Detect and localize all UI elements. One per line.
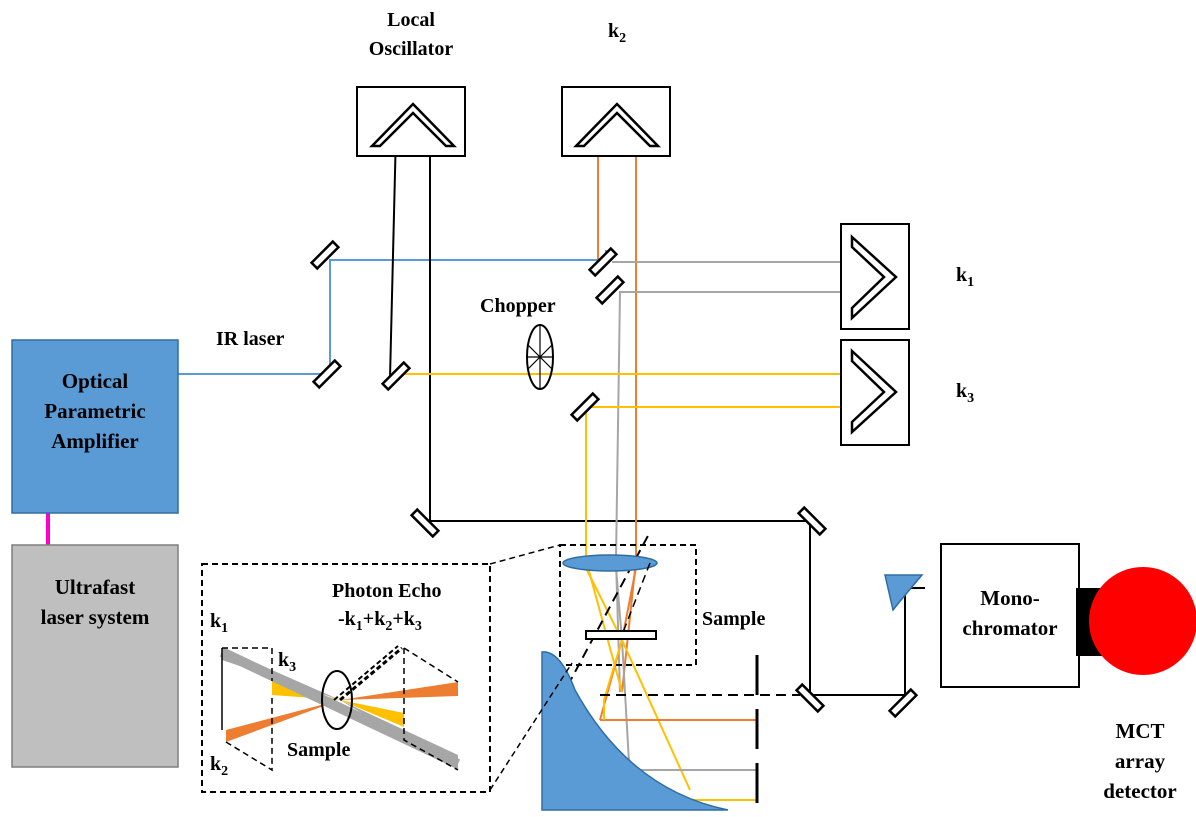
yellow-out bbox=[621, 639, 691, 791]
mct-label-2: array bbox=[1115, 749, 1166, 773]
mct-detector bbox=[1089, 567, 1196, 675]
zoom-line-top bbox=[489, 544, 561, 565]
mirror-m1 bbox=[309, 239, 341, 271]
monochromator-label-1: Mono- bbox=[980, 586, 1040, 610]
mirror-m9 bbox=[794, 682, 826, 714]
mirror-m3 bbox=[380, 360, 412, 392]
inset-sample-label: Sample bbox=[287, 739, 350, 761]
monochromator-box bbox=[940, 543, 1080, 688]
mirror-m4 bbox=[587, 246, 619, 278]
yellow-out-2 bbox=[603, 639, 623, 701]
photon-echo-label: Photon Echo bbox=[332, 580, 441, 602]
photon-echo-formula: -k1+k2+k3 bbox=[338, 608, 422, 634]
sample-label: Sample bbox=[702, 608, 765, 630]
inset-k1-label: k1 bbox=[210, 610, 228, 636]
sample-zoom-box bbox=[559, 544, 697, 666]
gray-focus bbox=[615, 567, 623, 641]
k2-label: k2 bbox=[608, 20, 626, 46]
yellow-focus bbox=[585, 567, 623, 641]
opa-box bbox=[11, 339, 179, 514]
k3-label: k3 bbox=[956, 380, 974, 406]
ir-laser-label: IR laser bbox=[216, 328, 284, 350]
ultrafast-box bbox=[11, 544, 179, 768]
lens-dash bbox=[619, 562, 651, 641]
mirror-m7 bbox=[409, 507, 441, 539]
local-oscillator-label-1: Local bbox=[387, 9, 435, 31]
mirror-m5 bbox=[594, 274, 626, 306]
inset-k2-label: k2 bbox=[210, 753, 228, 779]
mirror-m10 bbox=[887, 687, 919, 719]
opa-label-3: Amplifier bbox=[51, 429, 138, 453]
focusing-lens bbox=[562, 554, 658, 572]
sample-cell bbox=[585, 630, 657, 640]
chopper-label: Chopper bbox=[480, 295, 556, 317]
monochromator-label-2: chromator bbox=[962, 616, 1057, 640]
mirror-m6 bbox=[569, 391, 601, 423]
mct-label-1: MCT bbox=[1116, 719, 1165, 743]
focus-mirror bbox=[884, 574, 924, 612]
ultrafast-label-2: laser system bbox=[41, 605, 150, 629]
gray-out bbox=[621, 639, 631, 781]
k3-retroreflector bbox=[840, 339, 910, 446]
k1-retroreflector bbox=[840, 223, 910, 330]
inset-k3-label: k3 bbox=[278, 649, 296, 675]
k1-label: k1 bbox=[956, 264, 974, 290]
ultrafast-label-1: Ultrafast bbox=[55, 575, 135, 599]
beam-geometry-inset bbox=[201, 563, 491, 793]
opa-label-1: Optical bbox=[62, 369, 129, 393]
mirror-m8 bbox=[796, 505, 828, 537]
opa-label-2: Parametric bbox=[44, 399, 145, 423]
flat-mirrors bbox=[309, 239, 919, 719]
zoom-line-bottom bbox=[489, 662, 573, 791]
local-oscillator-retroreflector bbox=[356, 86, 466, 157]
parabolic-mirror bbox=[541, 651, 729, 811]
k2-retroreflector bbox=[561, 86, 671, 157]
local-oscillator-label-2: Oscillator bbox=[369, 38, 454, 60]
mirror-m2 bbox=[311, 358, 343, 390]
chopper-wheel bbox=[526, 324, 554, 390]
mct-label-3: detector bbox=[1103, 779, 1176, 803]
